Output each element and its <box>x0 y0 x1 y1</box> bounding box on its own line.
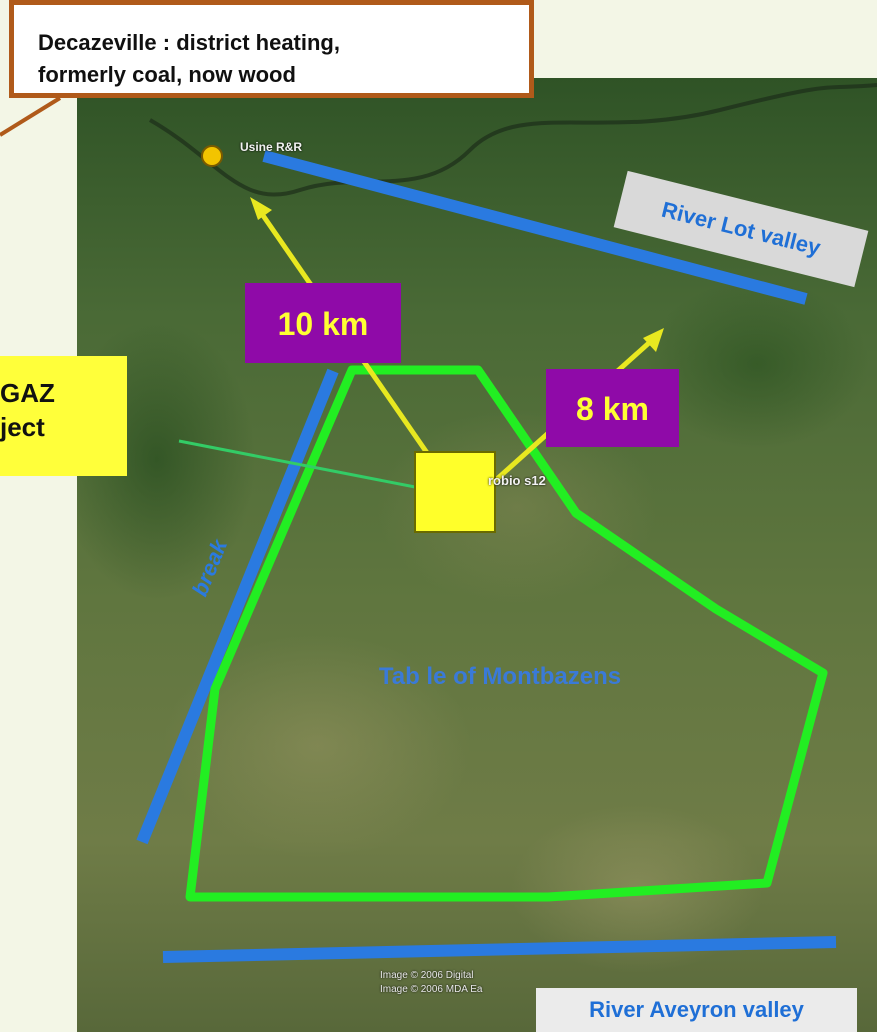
arrow-10km-head <box>250 197 272 220</box>
imagery-credit: Image © 2006 Digital <box>380 970 474 981</box>
site-map-label: robio s12 <box>488 473 546 488</box>
project-callout-line: ject <box>0 412 45 442</box>
plateau-zone-outline <box>185 365 828 902</box>
arrow-8km-head <box>643 328 664 352</box>
plateau-label: Tab le of Montbazens <box>378 663 622 690</box>
callout-line: Decazeville : district heating, <box>38 30 340 55</box>
project-callout-line: GAZ <box>0 378 55 408</box>
aveyron-valley-line <box>162 936 837 963</box>
break-line <box>136 368 339 845</box>
decazeville-callout: Decazeville : district heating, formerly… <box>9 0 534 98</box>
project-pointer-line <box>178 439 416 489</box>
callout-line: formerly coal, now wood <box>38 62 296 87</box>
project-callout: GAZ ject <box>0 356 127 476</box>
river-lot-trace <box>149 83 877 197</box>
biogas-site-square <box>414 451 496 533</box>
factory-map-label: Usine R&R <box>240 140 303 154</box>
distance-badge-8km: 8 km <box>546 369 679 447</box>
factory-marker-icon <box>201 145 223 167</box>
aveyron-valley-label: River Aveyron valley <box>536 988 857 1032</box>
lot-valley-line <box>262 150 808 305</box>
distance-badge-10km: 10 km <box>245 283 401 363</box>
imagery-credit: Image © 2006 MDA Ea <box>380 984 483 995</box>
callout-pointer <box>0 96 62 137</box>
